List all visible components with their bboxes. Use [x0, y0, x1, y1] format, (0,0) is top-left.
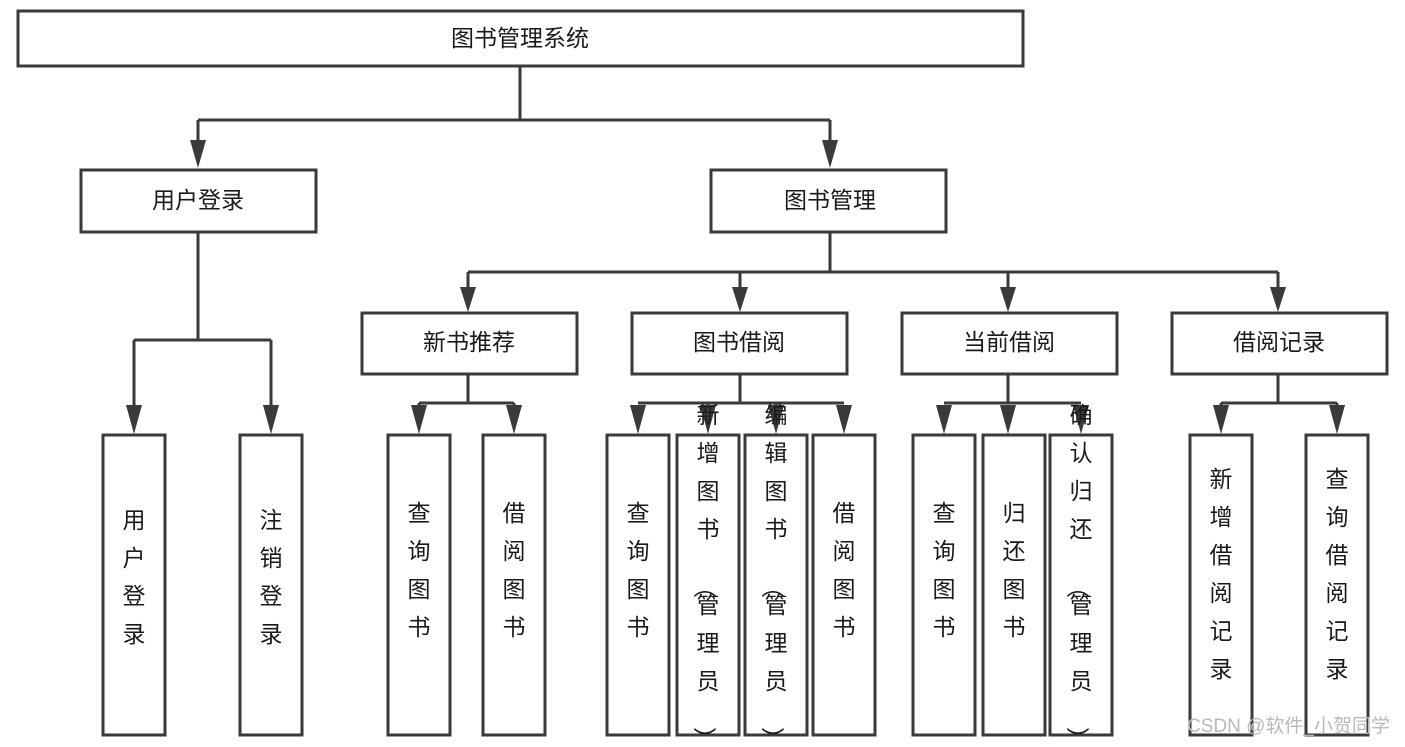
node-leaf-query-book-3-label: 查询图书 — [933, 500, 956, 640]
node-leaf-query-borrow-record-label: 查询借阅记录 — [1326, 466, 1349, 682]
node-leaf-query-book-2-box[interactable] — [605, 433, 671, 737]
node-book-management[interactable]: 图书管理 — [709, 168, 948, 234]
arrow-head-leaf-query-book-2 — [630, 405, 646, 434]
node-leaf-query-borrow-record-box[interactable] — [1304, 433, 1370, 737]
node-leaf-return-book-box[interactable] — [981, 433, 1047, 737]
node-leaf-edit-book-label: 编辑图书（管理员） — [760, 402, 788, 747]
node-book-borrow-label: 图书借阅 — [693, 329, 785, 355]
arrow-head-book-management — [822, 140, 838, 168]
arrow-head-leaf-add-borrow-record — [1213, 405, 1229, 434]
node-current-borrow[interactable]: 当前借阅 — [900, 311, 1119, 376]
node-leaf-user-login-label: 用户登录 — [123, 507, 146, 647]
node-book-borrow-box[interactable] — [630, 311, 849, 376]
node-leaf-borrow-book-2-label: 借阅图书 — [833, 500, 856, 640]
node-leaf-query-book-1[interactable]: 查询图书 — [386, 433, 452, 737]
arrow-head-leaf-borrow-book-1 — [506, 405, 522, 434]
node-leaf-borrow-book-1-box[interactable] — [481, 433, 547, 737]
node-user-login-label: 用户登录 — [152, 187, 244, 213]
node-leaf-borrow-book-2-box[interactable] — [811, 433, 877, 737]
node-current-borrow-box[interactable] — [900, 311, 1119, 376]
node-new-book-recommend-box[interactable] — [360, 311, 579, 376]
arrow-head-user-login — [190, 140, 206, 168]
node-user-login-box[interactable] — [79, 168, 318, 234]
node-leaf-query-book-3[interactable]: 查询图书 — [911, 433, 977, 737]
node-leaf-add-book[interactable]: 新增图书（管理员） — [675, 402, 741, 747]
arrow-head-leaf-query-book-1 — [411, 405, 427, 434]
connector-group-book-borrow — [630, 374, 852, 434]
arrow-head-leaf-confirm-return — [1073, 405, 1089, 434]
node-new-book-recommend[interactable]: 新书推荐 — [360, 311, 579, 376]
connector-group-new-book-recommend — [411, 374, 522, 434]
arrow-head-leaf-query-borrow-record — [1329, 405, 1345, 434]
arrow-head-leaf-edit-book — [768, 405, 784, 434]
node-borrow-record[interactable]: 借阅记录 — [1170, 311, 1389, 376]
node-root-label: 图书管理系统 — [451, 25, 589, 51]
node-borrow-record-label: 借阅记录 — [1233, 329, 1325, 355]
node-leaf-query-book-2-label: 查询图书 — [627, 500, 650, 640]
node-leaf-add-borrow-record[interactable]: 新增借阅记录 — [1188, 433, 1254, 737]
arrow-head-leaf-user-login — [126, 405, 142, 434]
watermark-label: CSDN @软件_小贺同学 — [1187, 715, 1390, 737]
connector-group-book-management — [460, 232, 1286, 312]
arrow-head-leaf-query-book-3 — [936, 405, 952, 434]
node-leaf-query-book-1-label: 查询图书 — [408, 500, 431, 640]
node-leaf-add-borrow-record-label: 新增借阅记录 — [1210, 466, 1233, 682]
node-leaf-confirm-return-box[interactable] — [1048, 433, 1114, 737]
node-leaf-return-book-label: 归还图书 — [1003, 500, 1026, 640]
node-root[interactable]: 图书管理系统 — [16, 9, 1025, 68]
node-leaf-edit-book[interactable]: 编辑图书（管理员） — [743, 402, 809, 747]
node-new-book-recommend-label: 新书推荐 — [423, 329, 515, 355]
arrow-head-book-borrow — [732, 287, 748, 312]
arrow-head-leaf-return-book — [1000, 405, 1016, 434]
node-leaf-edit-book-box[interactable] — [743, 433, 809, 737]
connector-group-borrow-record — [1213, 374, 1345, 434]
node-leaf-borrow-book-1[interactable]: 借阅图书 — [481, 433, 547, 737]
node-leaf-add-borrow-record-box[interactable] — [1188, 433, 1254, 737]
node-leaf-confirm-return-label: 确认归还（管理员） — [1065, 402, 1093, 747]
node-leaf-query-book-1-box[interactable] — [386, 433, 452, 737]
node-user-login[interactable]: 用户登录 — [79, 168, 318, 234]
node-leaf-logout-login-box[interactable] — [238, 433, 304, 737]
node-borrow-record-box[interactable] — [1170, 311, 1389, 376]
node-root-box[interactable] — [16, 9, 1025, 68]
node-leaf-borrow-book-1-label: 借阅图书 — [503, 500, 526, 640]
node-leaf-logout-login-label: 注销登录 — [260, 507, 283, 647]
node-leaf-borrow-book-2[interactable]: 借阅图书 — [811, 433, 877, 737]
arrow-head-leaf-borrow-book-2 — [836, 405, 852, 434]
arrow-head-leaf-logout-login — [263, 405, 279, 434]
node-leaf-add-book-label: 新增图书（管理员） — [692, 402, 720, 747]
node-leaf-query-borrow-record[interactable]: 查询借阅记录 — [1304, 433, 1370, 737]
node-leaf-query-book-3-box[interactable] — [911, 433, 977, 737]
arrow-head-leaf-add-book — [700, 405, 716, 434]
arrow-head-new-book-recommend — [460, 287, 476, 312]
connector-group-root — [190, 66, 838, 168]
node-leaf-query-book-2[interactable]: 查询图书 — [605, 433, 671, 737]
node-leaf-confirm-return[interactable]: 确认归还（管理员） — [1048, 402, 1114, 747]
node-book-borrow[interactable]: 图书借阅 — [630, 311, 849, 376]
node-leaf-logout-login[interactable]: 注销登录 — [238, 433, 304, 737]
connector-group-user-login — [126, 232, 279, 434]
node-book-management-label: 图书管理 — [784, 187, 876, 213]
node-leaf-user-login-box[interactable] — [101, 433, 167, 737]
node-leaf-return-book[interactable]: 归还图书 — [981, 433, 1047, 737]
connector-group-current-borrow — [936, 374, 1089, 434]
node-current-borrow-label: 当前借阅 — [963, 329, 1055, 355]
arrow-head-borrow-record — [1270, 287, 1286, 312]
arrow-head-current-borrow — [1000, 287, 1016, 312]
node-book-management-box[interactable] — [709, 168, 948, 234]
node-leaf-add-book-box[interactable] — [675, 433, 741, 737]
node-leaf-user-login[interactable]: 用户登录 — [101, 433, 167, 737]
